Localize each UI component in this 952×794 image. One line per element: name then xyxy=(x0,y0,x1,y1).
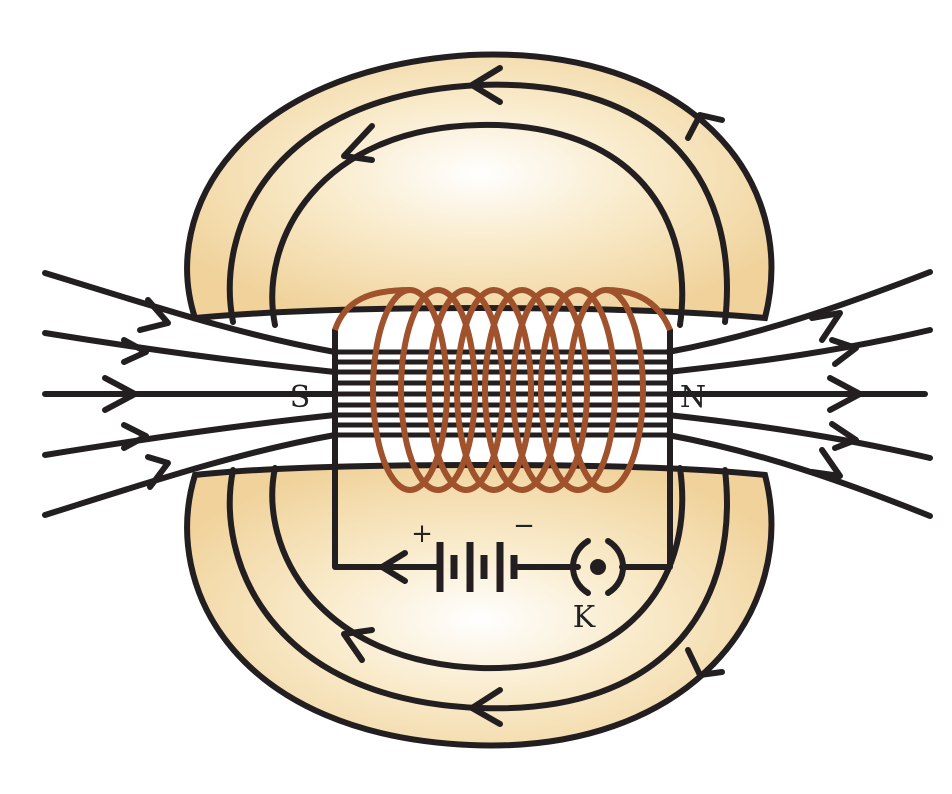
battery-positive-label: + xyxy=(411,519,433,549)
key-label: K xyxy=(573,600,596,635)
arrow-icon-left-1 xyxy=(137,297,171,333)
lower-outer-field-loop xyxy=(226,467,730,712)
arrow-icon-lower-inner xyxy=(341,627,375,663)
left-field-line-2 xyxy=(42,330,338,375)
arrow-icon-left-5 xyxy=(145,454,171,490)
key-switch xyxy=(570,538,626,596)
south-pole-label: S xyxy=(290,380,311,415)
key-plug xyxy=(590,559,606,575)
battery-negative-label: − xyxy=(513,511,535,541)
upper-outer-field-loop xyxy=(226,81,730,325)
arrow-icon-right-4 xyxy=(829,421,859,451)
arrow-icon-current xyxy=(379,550,408,584)
arrow-icon-lower-right xyxy=(685,647,725,678)
arrow-icon-left-4 xyxy=(121,422,149,451)
arrow-icon-right-2 xyxy=(829,337,859,367)
arrow-icon-upper-right xyxy=(685,112,725,141)
arrow-icon-left-2 xyxy=(121,337,149,365)
arrow-icon-right-1 xyxy=(809,310,843,343)
arrow-icon-lower-outer xyxy=(469,687,503,727)
left-field-line-4 xyxy=(42,412,338,458)
arrow-icon-upper-inner xyxy=(341,123,375,163)
arrow-icon-right-5 xyxy=(809,447,843,479)
arrow-icon-left-3 xyxy=(102,375,138,413)
right-field-line-4 xyxy=(665,412,933,461)
arrow-icon-upper-outer xyxy=(469,65,503,105)
circuit-wire xyxy=(332,327,673,570)
upper-inner-field-loop xyxy=(269,121,686,328)
battery xyxy=(436,542,518,592)
left-field-line-1 xyxy=(42,270,338,355)
right-field-line-2 xyxy=(665,327,933,375)
arrow-icon-right-3 xyxy=(827,375,863,413)
right-field-line-1 xyxy=(665,269,933,355)
left-field-line-5 xyxy=(42,432,338,518)
solenoid-coil xyxy=(332,287,673,493)
right-field-line-5 xyxy=(665,432,933,519)
north-pole-label: N xyxy=(680,380,706,415)
